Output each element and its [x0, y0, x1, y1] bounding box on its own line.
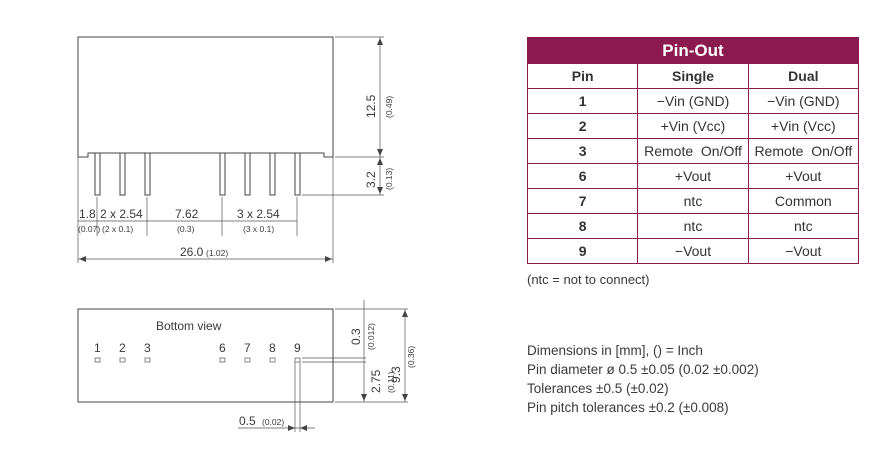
- pin: [294, 152, 301, 196]
- note-line: Pin pitch tolerances ±0.2 (±0.008): [527, 400, 729, 415]
- pin-number: 8: [269, 341, 276, 355]
- dim-side-mm: 0.5: [239, 414, 256, 428]
- dual-cell: Remote On/Off: [747, 138, 860, 164]
- bottom-view-pin-pads: [94, 357, 301, 363]
- bottom-view-pin-labels: 1 2 3 6 7 8 9: [94, 341, 301, 355]
- single-cell: −Vout: [637, 238, 749, 264]
- dim-pin-length-mm: 3.2: [364, 171, 378, 188]
- dim-bottom-height-in: (0.36): [406, 346, 416, 368]
- col-header-dual: Dual: [747, 63, 860, 89]
- single-cell: +Vout: [637, 163, 749, 189]
- pin: [269, 152, 276, 196]
- dim-height-in: (0.49): [384, 96, 394, 118]
- pin-number: 3: [144, 341, 151, 355]
- dimension-notes: Dimensions in [mm], () = Inch Pin diamet…: [527, 341, 759, 417]
- single-cell: ntc: [637, 188, 749, 214]
- pin-cell: 3: [526, 138, 639, 164]
- pinout-table: Pin-Out Pin Single Dual 1−Vin (GND)−Vin …: [526, 37, 860, 264]
- bottom-view-label: Bottom view: [156, 319, 222, 333]
- dual-cell: Common: [747, 188, 860, 214]
- dim-pitch-left-mm: 2 x 2.54: [100, 207, 143, 221]
- bottom-view-outline: [77, 308, 334, 403]
- pin-number: 7: [244, 341, 251, 355]
- dim-top-mm: 0.3: [349, 328, 363, 345]
- note-line: Dimensions in [mm], () = Inch: [527, 343, 703, 358]
- single-cell: −Vin (GND): [637, 88, 749, 114]
- dim-edge-mm: 1.8: [79, 207, 96, 221]
- pin: [119, 152, 126, 196]
- dim-pin-length-in: (0.13): [384, 168, 394, 190]
- dual-cell: ntc: [747, 213, 860, 239]
- dim-pitch-right-in: (3 x 0.1): [243, 224, 274, 234]
- pin: [94, 152, 101, 196]
- pinout-footnote: (ntc = not to connect): [527, 272, 650, 287]
- dim-pin-in: (0.11): [386, 371, 396, 393]
- dim-edge-in: (0.07): [78, 224, 100, 234]
- pin-cell: 1: [526, 88, 639, 114]
- dim-side-in: (0.02): [262, 417, 284, 427]
- pin-cell: 2: [526, 113, 639, 139]
- pinout-header-row: Pin Single Dual: [526, 63, 860, 89]
- pin-cell: 7: [526, 188, 639, 214]
- dim-top-in: (0.012): [366, 323, 376, 350]
- pin-cell: 9: [526, 238, 639, 264]
- dim-pin-mm: 2.75: [369, 369, 383, 393]
- pin-number: 6: [219, 341, 226, 355]
- single-cell: +Vin (Vcc): [637, 113, 749, 139]
- dual-cell: −Vout: [747, 238, 860, 264]
- pinout-title: Pin-Out: [527, 37, 859, 64]
- pin-number: 1: [94, 341, 101, 355]
- dual-cell: +Vout: [747, 163, 860, 189]
- single-cell: ntc: [637, 213, 749, 239]
- pin-cell: 6: [526, 163, 639, 189]
- dim-height-mm: 12.5: [364, 94, 378, 118]
- col-header-pin: Pin: [526, 63, 639, 89]
- dim-length-mm: 26.0: [180, 245, 204, 259]
- dim-gap-in: (0.3): [177, 224, 195, 234]
- note-line: Pin diameter ø 0.5 ±0.05 (0.02 ±0.002): [527, 362, 759, 377]
- pin: [144, 152, 151, 196]
- pin: [244, 152, 251, 196]
- table-row: 1−Vin (GND)−Vin (GND): [526, 88, 860, 114]
- dim-length-in: (1.02): [206, 248, 228, 258]
- bottom-view: Bottom view 1 2 3 6 7 8 9 0.3 (: [77, 300, 416, 432]
- dim-pitch-right-mm: 3 x 2.54: [237, 207, 280, 221]
- module-body-outline: [77, 36, 334, 158]
- dim-gap-mm: 7.62: [175, 207, 199, 221]
- dim-pitch-left-in: (2 x 0.1): [102, 224, 133, 234]
- pin-number: 9: [294, 341, 301, 355]
- dual-cell: +Vin (Vcc): [747, 113, 860, 139]
- pin-number: 2: [119, 341, 126, 355]
- side-view-pins: [94, 152, 301, 196]
- table-row: 2+Vin (Vcc)+Vin (Vcc): [526, 113, 860, 139]
- dual-cell: −Vin (GND): [747, 88, 860, 114]
- col-header-single: Single: [637, 63, 749, 89]
- table-row: 9−Vout−Vout: [526, 238, 860, 264]
- dim-bottom-height-mm: 9.3: [389, 366, 403, 383]
- single-cell: Remote On/Off: [637, 138, 749, 164]
- pin-cell: 8: [526, 213, 639, 239]
- side-view: 12.5 (0.49) 3.2 (0.13) 1.8 (0.07) 2 x 2.…: [77, 36, 394, 263]
- note-line: Tolerances ±0.5 (±0.02): [527, 381, 669, 396]
- table-row: 6+Vout+Vout: [526, 163, 860, 189]
- pin: [219, 152, 226, 196]
